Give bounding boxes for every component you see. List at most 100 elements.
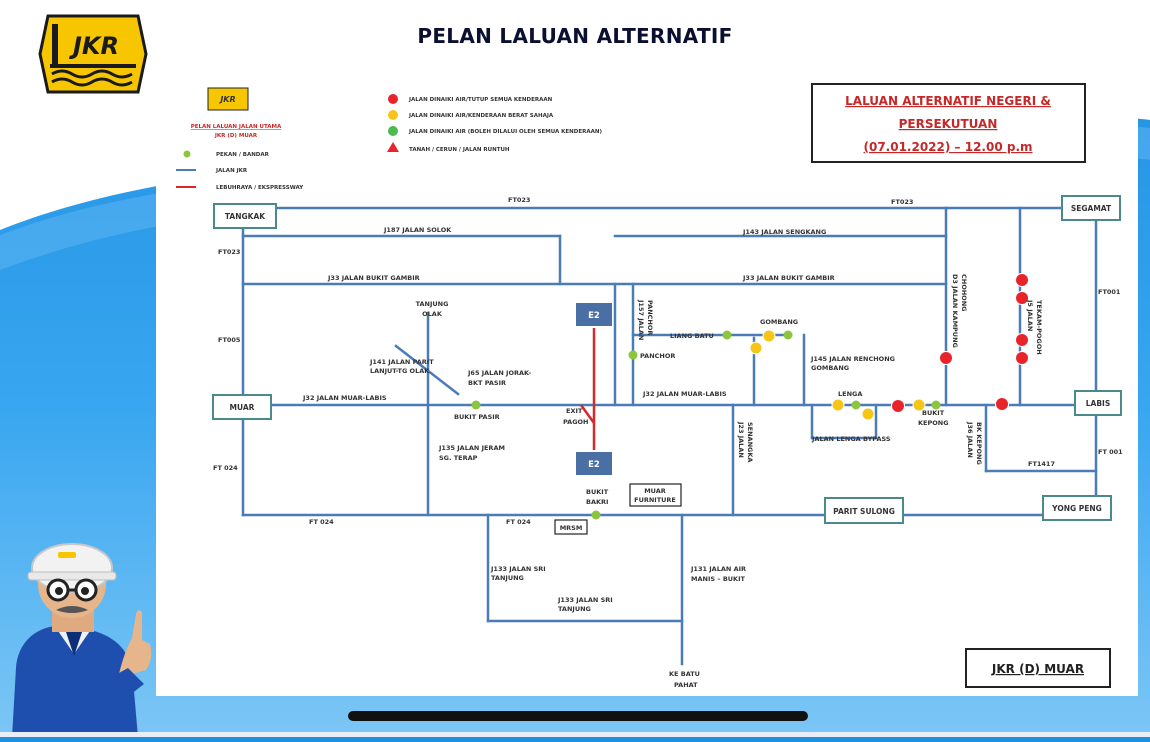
svg-text:LIANG BATU: LIANG BATU (670, 332, 714, 340)
notice-box: LALUAN ALTERNATIF NEGERI & PERSEKUTUAN (… (811, 83, 1086, 163)
svg-text:BAKRI: BAKRI (586, 498, 608, 506)
svg-text:FT023: FT023 (508, 196, 530, 204)
legend-expressway: LEBUHRAYA / EKSPRESSWAY (216, 185, 304, 191)
footer-label: JKR (D) MUAR (965, 648, 1111, 688)
road-network (240, 206, 1098, 666)
legend-heading-1: PELAN LALUAN JALAN UTAMA (191, 124, 282, 130)
svg-text:J65 JALAN JORAK-: J65 JALAN JORAK- (467, 369, 532, 377)
svg-text:PAHAT: PAHAT (674, 681, 698, 689)
svg-text:FT 024: FT 024 (506, 518, 531, 526)
svg-text:J32 JALAN MUAR-LABIS: J32 JALAN MUAR-LABIS (642, 390, 727, 398)
svg-text:TEKAM-POGOH: TEKAM-POGOH (1035, 300, 1043, 355)
landslide-icon (387, 142, 399, 152)
svg-text:LANJUT-TG OLAK: LANJUT-TG OLAK (370, 367, 430, 375)
legend-status-heavy: JALAN DINAIKI AIR/KENDERAAN BERAT SAHAJA (408, 113, 554, 119)
svg-text:J143 JALAN SENGKANG: J143 JALAN SENGKANG (742, 228, 826, 236)
svg-text:PANCHOR: PANCHOR (646, 300, 654, 335)
logo-text: JKR (69, 32, 119, 60)
svg-text:BK KEPONG: BK KEPONG (975, 422, 983, 465)
svg-text:J145 JALAN RENCHONG: J145 JALAN RENCHONG (810, 355, 895, 363)
svg-text:BUKIT PASIR: BUKIT PASIR (454, 413, 500, 421)
svg-text:FT1417: FT1417 (1028, 460, 1055, 468)
page-title: PELAN LALUAN ALTERNATIF (417, 24, 733, 48)
notice-line-2: PERSEKUTUAN (899, 117, 998, 131)
e2-north-box: E2 (588, 311, 600, 321)
route-map: JKR PELAN LALUAN JALAN UTAMA JKR (D) MUA… (156, 68, 1138, 696)
legend-town-icon (183, 150, 191, 158)
svg-text:GOMBANG: GOMBANG (811, 364, 849, 372)
svg-text:J32 JALAN MUAR-LABIS: J32 JALAN MUAR-LABIS (302, 394, 387, 402)
svg-text:FT023: FT023 (218, 248, 240, 256)
legend: JKR PELAN LALUAN JALAN UTAMA JKR (D) MUA… (176, 87, 602, 191)
svg-text:LENGA: LENGA (838, 390, 862, 398)
svg-text:D3 JALAN KAMPUNG: D3 JALAN KAMPUNG (951, 274, 959, 348)
place-muar: MUAR (230, 403, 255, 412)
svg-text:PAGOH: PAGOH (563, 418, 589, 426)
notice-line-1: LALUAN ALTERNATIF NEGERI & (845, 94, 1051, 108)
svg-text:MANIS – BUKIT: MANIS – BUKIT (691, 575, 746, 583)
svg-text:J157 JALAN: J157 JALAN (637, 299, 645, 340)
e2-south-box: E2 (588, 460, 600, 470)
svg-text:FT 024: FT 024 (213, 464, 238, 472)
notice-line-3: (07.01.2022) – 12.00 p.m (863, 140, 1032, 154)
svg-text:J33 JALAN BUKIT GAMBIR: J33 JALAN BUKIT GAMBIR (742, 274, 835, 282)
place-mrsm: MRSM (560, 524, 583, 532)
place-muar-furniture-2: FURNITURE (634, 496, 676, 504)
town-markers (471, 330, 941, 520)
svg-text:BUKIT: BUKIT (586, 488, 609, 496)
svg-text:J133 JALAN SRI: J133 JALAN SRI (557, 596, 613, 604)
flood-markers (749, 273, 1029, 421)
flood-passable-icon (388, 126, 398, 136)
svg-text:TANJUNG: TANJUNG (491, 574, 524, 582)
svg-text:FT005: FT005 (218, 336, 241, 344)
svg-text:TANJUNG: TANJUNG (416, 300, 449, 308)
svg-text:BKT PASIR: BKT PASIR (468, 379, 506, 387)
legend-status-passable: JALAN DINAIKI AIR (BOLEH DILALUI OLEH SE… (408, 129, 602, 135)
svg-text:J33 JALAN BUKIT GAMBIR: J33 JALAN BUKIT GAMBIR (327, 274, 420, 282)
svg-text:JKR: JKR (218, 95, 235, 104)
svg-text:EXIT: EXIT (566, 407, 583, 415)
place-yong-peng: YONG PENG (1051, 504, 1102, 513)
mascot-figure (8, 528, 168, 737)
svg-text:J131 JALAN AIR: J131 JALAN AIR (690, 565, 746, 573)
place-parit-sulong: PARIT SULONG (833, 507, 895, 516)
svg-text:J133 JALAN SRI: J133 JALAN SRI (490, 565, 546, 573)
bottom-strip (0, 732, 1150, 737)
svg-text:OLAK: OLAK (422, 310, 443, 318)
legend-road: JALAN JKR (215, 168, 248, 174)
svg-text:BUKIT: BUKIT (922, 409, 945, 417)
flood-heavy-icon (388, 110, 398, 120)
svg-text:FT023: FT023 (891, 198, 913, 206)
expressway (579, 328, 596, 450)
jkr-logo: JKR (38, 14, 148, 94)
header-band (0, 0, 1150, 70)
svg-text:J23 JALAN: J23 JALAN (737, 421, 745, 458)
svg-text:KEPONG: KEPONG (918, 419, 949, 427)
svg-text:J5 JALAN: J5 JALAN (1026, 299, 1034, 331)
place-tangkak: TANGKAK (225, 212, 266, 221)
legend-heading-2: JKR (D) MUAR (214, 133, 258, 139)
svg-text:J36 JALAN: J36 JALAN (966, 421, 974, 458)
svg-text:FT 024: FT 024 (309, 518, 334, 526)
legend-town: PEKAN / BANDAR (216, 152, 270, 158)
svg-text:JALAN LENGA BYPASS: JALAN LENGA BYPASS (811, 435, 891, 443)
flood-closed-icon (388, 94, 398, 104)
place-labis: LABIS (1086, 399, 1111, 408)
place-boxes: TANGKAK SEGAMAT MUAR LABIS PARIT SULONG … (212, 195, 1122, 535)
svg-text:FT001: FT001 (1098, 288, 1121, 296)
svg-text:J141 JALAN PARIT: J141 JALAN PARIT (369, 358, 434, 366)
place-muar-furniture-1: MUAR (644, 487, 666, 495)
svg-text:FT 001: FT 001 (1098, 448, 1123, 456)
svg-text:J187 JALAN SOLOK: J187 JALAN SOLOK (383, 226, 452, 234)
svg-text:SG. TERAP: SG. TERAP (439, 454, 478, 462)
svg-text:SENANGKA: SENANGKA (746, 422, 754, 462)
svg-text:JKR (D) MUAR: JKR (D) MUAR (991, 662, 1084, 676)
svg-text:CHOHONG: CHOHONG (960, 274, 968, 311)
place-segamat: SEGAMAT (1071, 204, 1112, 213)
home-indicator[interactable] (348, 711, 808, 721)
legend-status-landslide: TANAH / CERUN / JALAN RUNTUH (409, 147, 510, 153)
svg-text:GOMBANG: GOMBANG (760, 318, 798, 326)
road-labels: FT023 FT023 FT023 J187 JALAN SOLOK J143 … (213, 196, 1123, 689)
svg-text:PANCHOR: PANCHOR (640, 352, 675, 360)
svg-text:KE BATU: KE BATU (669, 670, 700, 678)
